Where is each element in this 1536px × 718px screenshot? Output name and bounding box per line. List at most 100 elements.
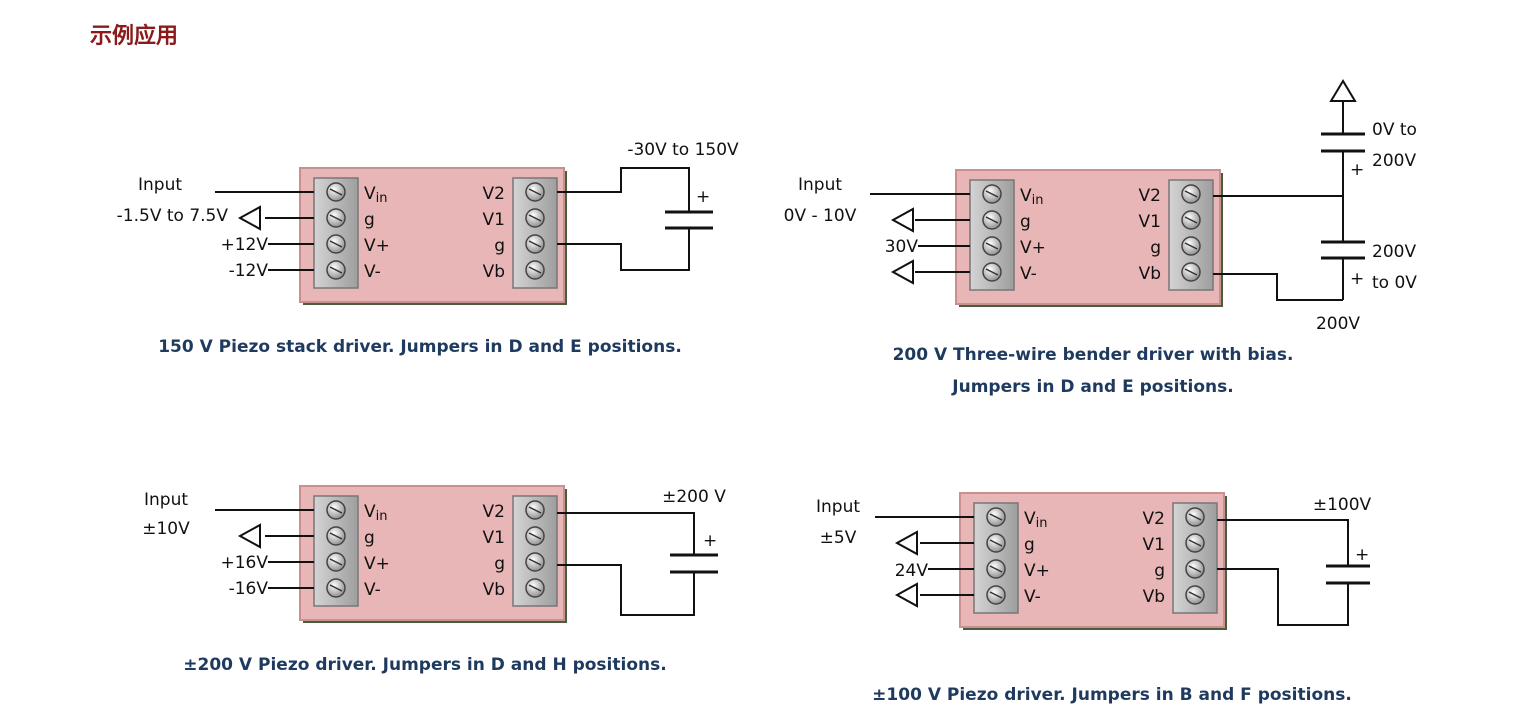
screw-slot	[985, 190, 999, 198]
pin-label: V-	[364, 580, 381, 600]
pin-label: V1	[483, 528, 505, 548]
screw-slot	[528, 188, 542, 196]
ground-arrow-icon	[890, 259, 914, 285]
input-label: Input	[798, 175, 842, 195]
return-wire	[557, 564, 695, 616]
pin-label: Vb	[1143, 587, 1165, 607]
input-range-label: ±10V	[142, 519, 190, 539]
screw-slot	[985, 268, 999, 276]
pin-label: Vb	[1139, 264, 1161, 284]
screw-slot	[985, 242, 999, 250]
pin-label: V-	[1020, 264, 1037, 284]
input-range-label: -1.5V to 7.5V	[117, 206, 229, 226]
screw-slot	[1184, 190, 1198, 198]
caption: 200 V Three-wire bender driver with bias…	[893, 345, 1294, 365]
upper-cap-label: 0V to	[1372, 120, 1417, 140]
caption: ±200 V Piezo driver. Jumpers in D and H …	[183, 655, 666, 675]
vplus-label: +12V	[220, 235, 268, 255]
pin-label: g	[1154, 561, 1165, 581]
supply-wire	[557, 512, 695, 555]
return-wire	[557, 228, 690, 271]
pin-label: g	[1150, 238, 1161, 258]
upper-cap-plus: +	[1350, 160, 1364, 180]
screw-slot	[329, 240, 343, 248]
ground-arrow-icon	[894, 530, 918, 556]
pin-label: V2	[1143, 509, 1165, 529]
screw-slot	[985, 216, 999, 224]
caption: 150 V Piezo stack driver. Jumpers in D a…	[158, 337, 682, 357]
pin-label: Vb	[483, 580, 505, 600]
ground-arrow-icon	[890, 207, 914, 233]
pin-label: V1	[1143, 535, 1165, 555]
vminus-label: -12V	[229, 261, 269, 281]
screw-slot	[1188, 513, 1202, 521]
vplus-label: 30V	[885, 237, 919, 257]
screw-slot	[1188, 591, 1202, 599]
vplus-label: 24V	[895, 561, 929, 581]
pin-label: V+	[364, 236, 390, 256]
supply-arrow-icon	[1329, 79, 1357, 102]
screw-slot	[528, 558, 542, 566]
pin-label: g	[1024, 535, 1035, 555]
caption: ±100 V Piezo driver. Jumpers in B and F …	[872, 685, 1352, 705]
cap-plus-label: +	[703, 531, 717, 551]
pin-label: V-	[364, 262, 381, 282]
return-wire	[1217, 568, 1349, 626]
screw-slot	[528, 532, 542, 540]
pin-label: V2	[483, 502, 505, 522]
screw-slot	[1188, 565, 1202, 573]
input-label: Input	[138, 175, 182, 195]
screw-slot	[528, 214, 542, 222]
lower-cap-label: to 0V	[1372, 273, 1417, 293]
screw-slot	[528, 584, 542, 592]
pin-label: V2	[1139, 186, 1161, 206]
input-range-label: 0V - 10V	[784, 206, 857, 226]
pin-label: V2	[483, 184, 505, 204]
input-range-label: ±5V	[820, 528, 857, 548]
pin-label: g	[1020, 212, 1031, 232]
screw-slot	[528, 240, 542, 248]
cap-plus-label: +	[696, 187, 710, 207]
screw-slot	[329, 558, 343, 566]
screw-slot	[528, 266, 542, 274]
caption: Jumpers in D and E positions.	[951, 377, 1233, 397]
screw-slot	[989, 591, 1003, 599]
screw-slot	[329, 266, 343, 274]
ground-arrow-icon	[894, 582, 918, 608]
screw-slot	[1184, 216, 1198, 224]
screw-slot	[329, 532, 343, 540]
pin-label: g	[364, 528, 375, 548]
screw-slot	[989, 565, 1003, 573]
screw-slot	[989, 539, 1003, 547]
pin-label: V+	[1024, 561, 1050, 581]
pin-label: V+	[364, 554, 390, 574]
pin-label: g	[494, 236, 505, 256]
pin-label: Vb	[483, 262, 505, 282]
screw-slot	[1184, 242, 1198, 250]
pin-label: g	[364, 210, 375, 230]
vb-wire	[1213, 273, 1343, 301]
pin-label: V+	[1020, 238, 1046, 258]
screw-slot	[329, 506, 343, 514]
ground-arrow-icon	[237, 523, 261, 549]
vplus-label: +16V	[220, 553, 268, 573]
input-label: Input	[144, 490, 188, 510]
lower-cap-plus: +	[1350, 269, 1364, 289]
supply-label: ±200 V	[662, 487, 726, 507]
ground-arrow-icon	[237, 205, 261, 231]
lower-cap-label: 200V	[1372, 242, 1416, 262]
screw-slot	[1184, 268, 1198, 276]
supply-label: ±100V	[1313, 495, 1372, 515]
screw-slot	[329, 188, 343, 196]
screw-slot	[329, 584, 343, 592]
screw-slot	[989, 513, 1003, 521]
upper-cap-label: 200V	[1372, 151, 1416, 171]
vminus-label: -16V	[229, 579, 269, 599]
